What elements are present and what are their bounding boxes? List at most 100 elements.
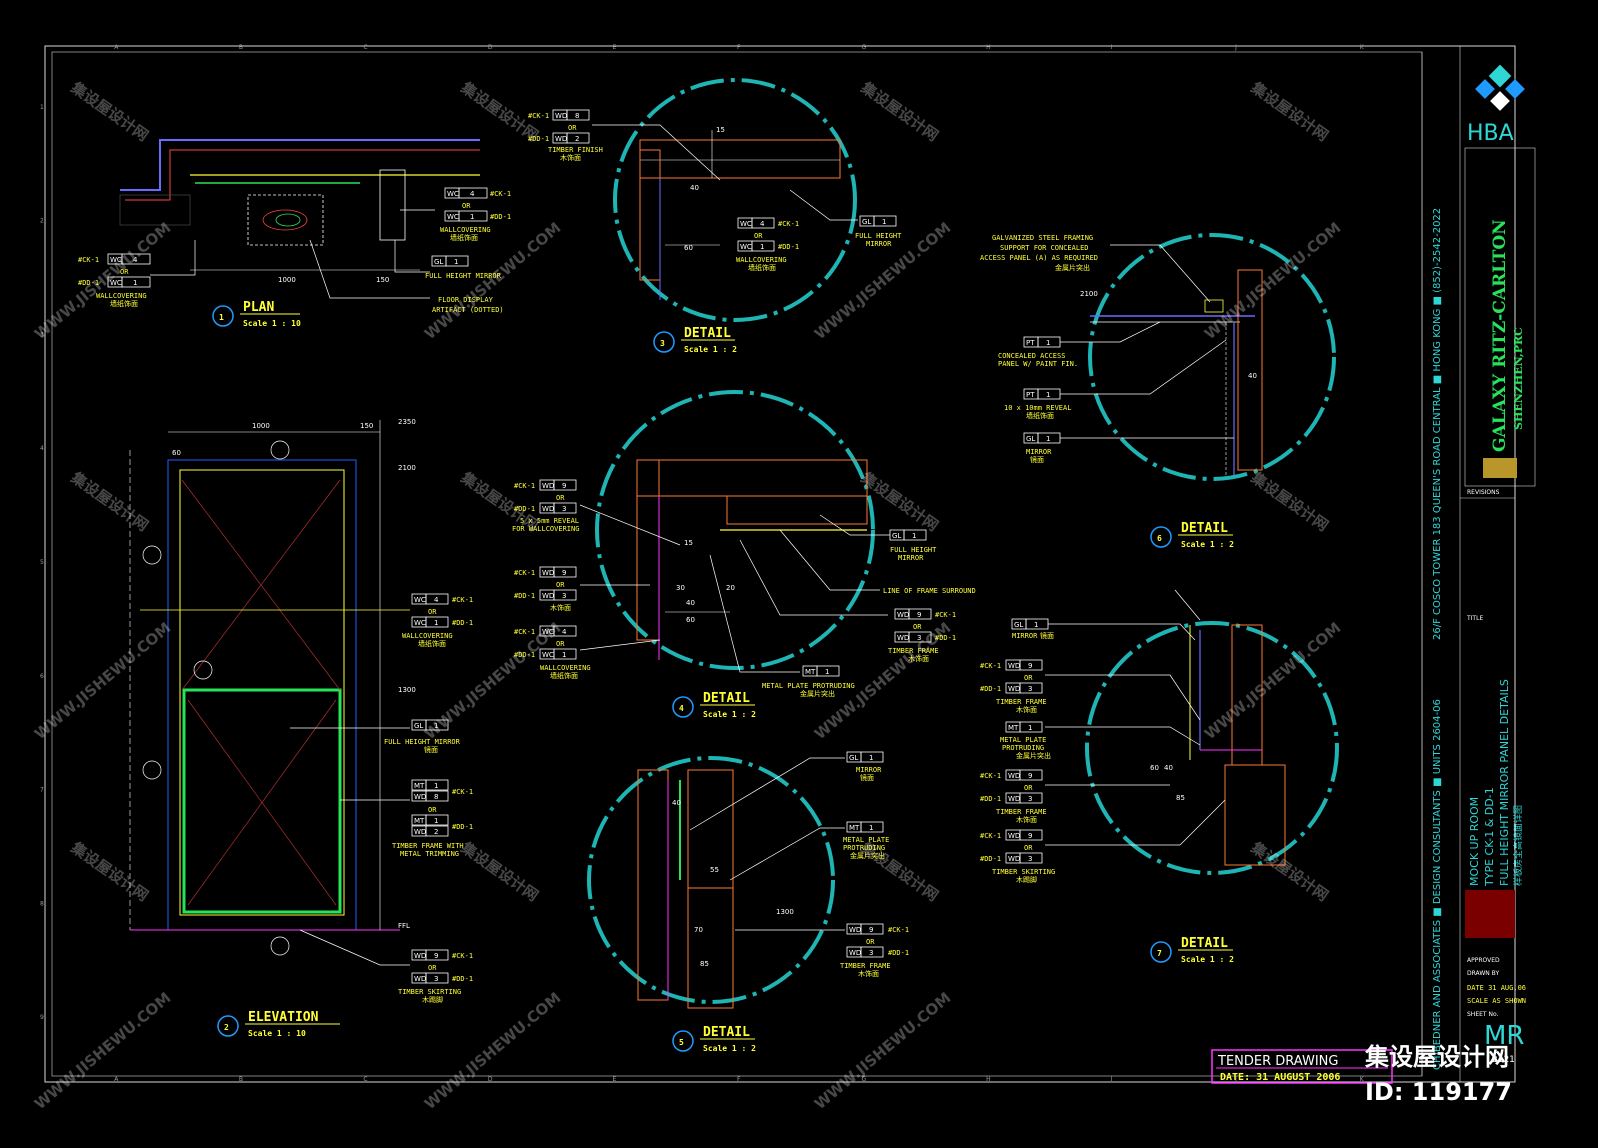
plan-dim-150: 150 xyxy=(376,276,389,284)
svg-text:Scale 1 : 2: Scale 1 : 2 xyxy=(684,345,737,354)
svg-text:#CK-1: #CK-1 xyxy=(980,662,1001,670)
svg-text:WD: WD xyxy=(555,112,567,120)
grid-col-label: C xyxy=(363,44,367,51)
svg-text:WD: WD xyxy=(849,926,861,934)
svg-text:3: 3 xyxy=(434,975,438,983)
svg-text:DRAWN BY: DRAWN BY xyxy=(1467,970,1499,977)
svg-text:4: 4 xyxy=(562,628,567,636)
svg-text:FULL HEIGHT: FULL HEIGHT xyxy=(855,232,902,240)
svg-text:木踢脚: 木踢脚 xyxy=(1016,875,1037,884)
svg-text:4: 4 xyxy=(434,596,439,604)
svg-text:集设屋设计网: 集设屋设计网 xyxy=(1247,468,1332,535)
grid-row-label: 3 xyxy=(40,331,44,338)
detail-5-tag-timber: WD 9 #CK-1 OR WD 3 #DD-1 TIMBER FRAME 木饰… xyxy=(735,923,909,978)
svg-text:ACCESS PANEL (A) AS REQUIRED: ACCESS PANEL (A) AS REQUIRED xyxy=(980,254,1098,262)
copyright-note xyxy=(1465,890,1515,938)
svg-text:1: 1 xyxy=(882,218,886,226)
svg-text:TITLE: TITLE xyxy=(1466,615,1483,622)
detail-3-circle: 15 40 60 xyxy=(613,78,857,322)
svg-text:集设屋设计网: 集设屋设计网 xyxy=(67,838,152,905)
svg-text:WD: WD xyxy=(414,975,426,983)
grid-col-label: E xyxy=(612,1076,616,1083)
watermark-id: ID: 119177 xyxy=(1365,1078,1512,1106)
svg-text:#CK-1: #CK-1 xyxy=(935,611,956,619)
svg-text:WD: WD xyxy=(849,949,861,957)
grid-row-label: 8 xyxy=(40,900,44,907)
grid-col-label: D xyxy=(488,1076,493,1083)
svg-text:METAL PLATE PROTRUDING: METAL PLATE PROTRUDING xyxy=(762,682,855,690)
svg-text:3: 3 xyxy=(562,592,566,600)
svg-text:Scale 1 : 2: Scale 1 : 2 xyxy=(1181,540,1234,549)
grid-row-label: 6 xyxy=(40,673,44,680)
svg-text:8: 8 xyxy=(434,793,438,801)
svg-text:8: 8 xyxy=(575,112,579,120)
svg-text:Scale 1 : 10: Scale 1 : 10 xyxy=(248,1029,306,1038)
svg-text:镜面: 镜面 xyxy=(424,745,438,754)
svg-text:OR: OR xyxy=(556,494,565,502)
svg-text:4: 4 xyxy=(679,704,684,713)
elev-tag-wallcovering: WC 4 #CK-1 OR WC 1 #DD-1 WALLCOVERING 墙纸… xyxy=(402,593,473,648)
svg-text:墙纸饰面: 墙纸饰面 xyxy=(418,639,446,648)
grid-row-label: 7 xyxy=(40,787,44,794)
svg-text:3: 3 xyxy=(917,634,921,642)
svg-text:WD: WD xyxy=(414,952,426,960)
svg-text:#DD-1: #DD-1 xyxy=(514,651,535,659)
svg-text:MT: MT xyxy=(805,668,816,676)
detail-7-tag-timber-frame-2: #CK-1 WD 9 OR #DD-1 WD 3 TIMBER FRAME 木饰… xyxy=(980,769,1170,824)
svg-text:WC: WC xyxy=(110,279,122,287)
svg-text:REVISIONS: REVISIONS xyxy=(1467,489,1500,496)
svg-text:1: 1 xyxy=(869,824,873,832)
grid-col-label: I xyxy=(1111,44,1113,51)
svg-text:#DD-1: #DD-1 xyxy=(528,135,549,143)
grid-row-label: 9 xyxy=(40,1014,44,1021)
svg-text:MT: MT xyxy=(1008,724,1019,732)
svg-text:木踢脚: 木踢脚 xyxy=(422,995,443,1004)
svg-text:#DD-1: #DD-1 xyxy=(490,213,511,221)
svg-text:METAL PLATE: METAL PLATE xyxy=(1000,736,1046,744)
detail-7-tag-timber-frame-1: #CK-1 WD 9 OR #DD-1 WD 3 TIMBER FRAME 木饰… xyxy=(980,659,1201,721)
project-location: SHENZHEN,PRC xyxy=(1512,327,1525,430)
hotel-crest-icon xyxy=(1483,458,1517,478)
svg-text:3: 3 xyxy=(562,505,566,513)
svg-text:#DD-1: #DD-1 xyxy=(452,823,473,831)
svg-text:40: 40 xyxy=(686,599,695,607)
svg-text:3: 3 xyxy=(660,339,665,348)
plan-tag-wallcovering-right: WC 4 #CK-1 OR WC 1 #DD-1 WALLCOVERING 墙纸… xyxy=(400,187,511,242)
svg-text:DETAIL: DETAIL xyxy=(1181,936,1228,951)
detail-4-circle: 15 30 20 40 60 xyxy=(595,390,875,670)
svg-text:#CK-1: #CK-1 xyxy=(452,596,473,604)
svg-text:木饰面: 木饰面 xyxy=(908,654,929,663)
svg-text:WALLCOVERING: WALLCOVERING xyxy=(736,256,787,264)
svg-text:2100: 2100 xyxy=(1080,290,1098,298)
svg-text:集设屋设计网: 集设屋设计网 xyxy=(67,468,152,535)
grid-row-label: 4 xyxy=(40,445,44,452)
svg-text:1: 1 xyxy=(1034,621,1038,629)
svg-text:1: 1 xyxy=(219,313,224,322)
svg-text:WC: WC xyxy=(740,220,752,228)
detail-6-title: 6 DETAIL Scale 1 : 2 xyxy=(1150,521,1234,549)
svg-text:1: 1 xyxy=(1046,391,1050,399)
svg-text:MIRROR: MIRROR xyxy=(1012,632,1038,640)
grid-col-label: D xyxy=(488,44,493,51)
svg-text:WC: WC xyxy=(740,243,752,251)
sheet-number: MR xyxy=(1484,1021,1525,1051)
grid-col-label: K xyxy=(1360,44,1365,51)
grid-col-label: B xyxy=(239,44,243,51)
plan-title: 1 PLAN Scale 1 : 10 xyxy=(212,300,301,328)
svg-text:20: 20 xyxy=(726,584,735,592)
svg-text:9: 9 xyxy=(1028,832,1032,840)
svg-text:#DD-1: #DD-1 xyxy=(514,505,535,513)
plan-tag-mirror: GL 1 FULL HEIGHT MIRROR xyxy=(394,240,502,280)
svg-text:集设屋设计网: 集设屋设计网 xyxy=(457,468,542,535)
svg-text:OR: OR xyxy=(428,806,437,814)
svg-text:WD: WD xyxy=(414,793,426,801)
svg-text:LINE OF FRAME SURROUND: LINE OF FRAME SURROUND xyxy=(883,587,976,595)
svg-text:7: 7 xyxy=(1157,949,1162,958)
svg-text:FULL HEIGHT MIRROR: FULL HEIGHT MIRROR xyxy=(425,272,502,280)
svg-text:墙纸饰面: 墙纸饰面 xyxy=(550,671,578,680)
svg-text:MIRROR: MIRROR xyxy=(856,766,882,774)
svg-text:OR: OR xyxy=(866,938,875,946)
detail-5-tag-metal: MT 1 METAL PLATE PROTRUDING 金属片突出 xyxy=(729,821,889,881)
svg-text:#CK-1: #CK-1 xyxy=(490,190,511,198)
svg-text:40: 40 xyxy=(1164,764,1173,772)
